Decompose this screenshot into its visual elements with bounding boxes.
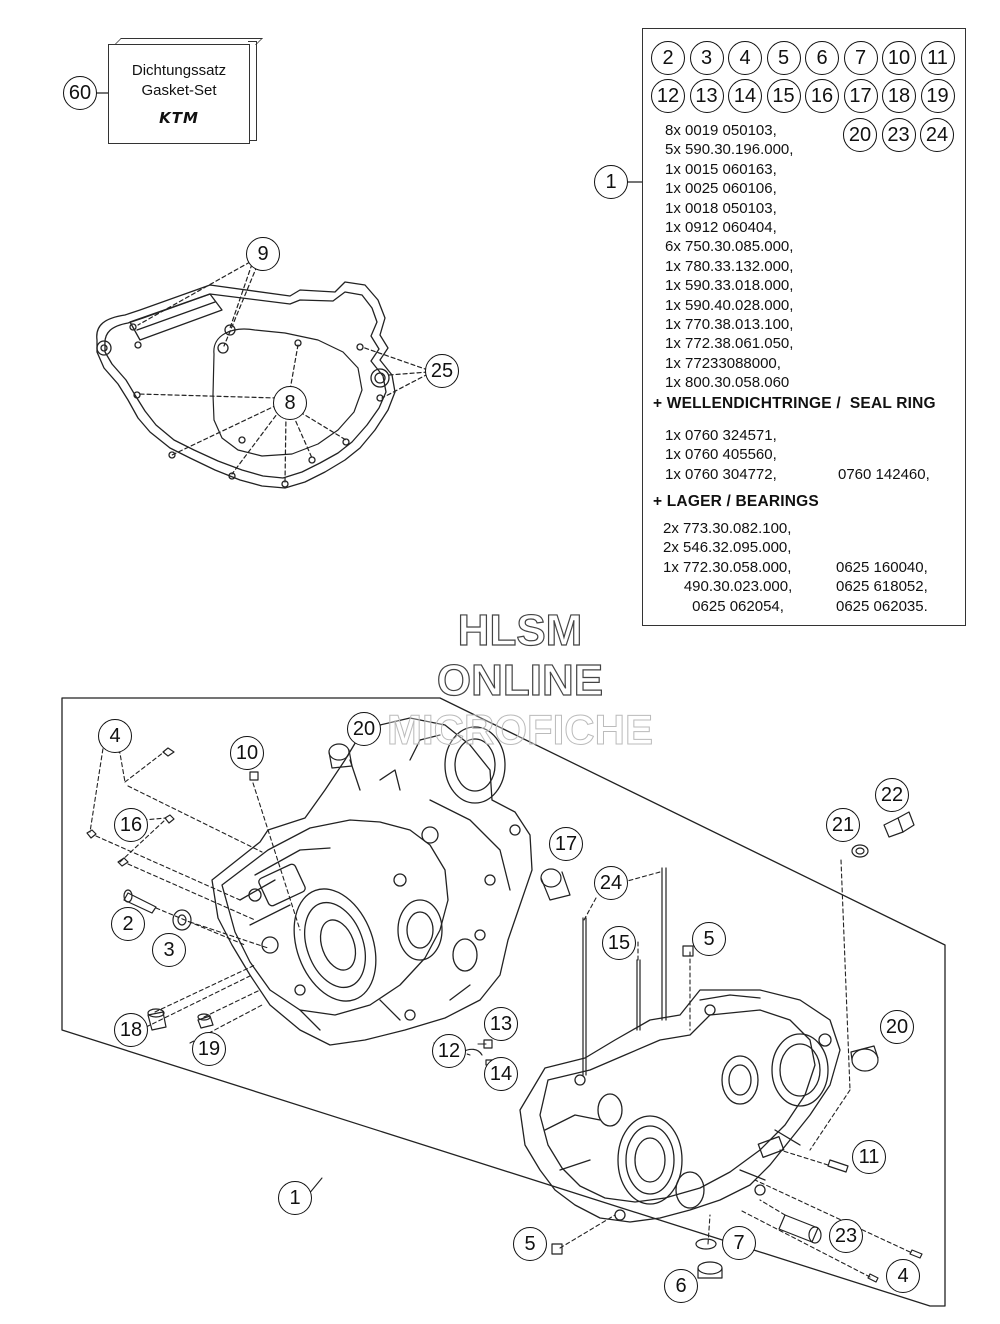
callout-8[interactable]: 8 bbox=[273, 386, 307, 420]
included-callout-6[interactable]: 6 bbox=[805, 41, 839, 75]
included-callout-13[interactable]: 13 bbox=[689, 79, 724, 113]
included-callout-11[interactable]: 11 bbox=[920, 41, 955, 75]
bearing-line: 0625 062054, bbox=[663, 597, 784, 615]
seal-ring-extra: 0760 142460, bbox=[838, 466, 930, 483]
part-number-line: 6x 750.30.085.000, bbox=[665, 238, 794, 256]
callout-5-bottom[interactable]: 5 bbox=[513, 1227, 547, 1261]
included-callout-19[interactable]: 19 bbox=[920, 79, 955, 113]
bearing-line: 2x 546.32.095.000, bbox=[663, 539, 792, 557]
included-callout-17[interactable]: 17 bbox=[843, 79, 878, 113]
callout-22[interactable]: 22 bbox=[875, 778, 909, 812]
gasket-set-box[interactable]: Dichtungssatz Gasket-Set KTM bbox=[108, 38, 263, 144]
callout-16[interactable]: 16 bbox=[114, 808, 148, 842]
callout-7[interactable]: 7 bbox=[722, 1226, 756, 1260]
included-callout-20[interactable]: 20 bbox=[843, 118, 877, 152]
included-callout-2[interactable]: 2 bbox=[651, 41, 685, 75]
seal-ring-line: 1x 0760 304772, bbox=[665, 465, 777, 483]
part-number-list: 8x 0019 050103, 5x 590.30.196.000,1x 0015… bbox=[665, 121, 793, 393]
callout-21[interactable]: 21 bbox=[826, 808, 860, 842]
part-number-line: 1x 772.38.061.050, bbox=[665, 335, 794, 353]
callout-14[interactable]: 14 bbox=[484, 1057, 518, 1091]
callout-23[interactable]: 23 bbox=[829, 1219, 863, 1253]
callout-15[interactable]: 15 bbox=[602, 926, 636, 960]
callout-9[interactable]: 9 bbox=[246, 237, 280, 271]
seal-ring-heading: + WELLENDICHTRINGE / SEAL RING bbox=[653, 395, 936, 412]
watermark-line-3: MICROFICHE bbox=[387, 706, 654, 754]
callout-10[interactable]: 10 bbox=[230, 736, 264, 770]
bearing-line: 0625 618052, bbox=[836, 578, 928, 596]
callout-24[interactable]: 24 bbox=[594, 866, 628, 900]
bearing-line: 0625 062035. bbox=[836, 597, 928, 615]
callout-1-exploded[interactable]: 1 bbox=[278, 1181, 312, 1215]
part-number-line: 1x 590.33.018.000, bbox=[665, 277, 794, 295]
callout-13[interactable]: 13 bbox=[484, 1007, 518, 1041]
callout-6[interactable]: 6 bbox=[664, 1269, 698, 1303]
gasket-leader-lines bbox=[137, 261, 429, 483]
included-callout-16[interactable]: 16 bbox=[805, 79, 839, 113]
callout-leaders bbox=[103, 741, 487, 1196]
included-callout-15[interactable]: 15 bbox=[766, 79, 801, 113]
ktm-logo: KTM bbox=[159, 109, 199, 127]
callout-1-box[interactable]: 1 bbox=[594, 165, 628, 199]
included-callout-14[interactable]: 14 bbox=[728, 79, 762, 113]
part-number-line: 1x 0018 050103, bbox=[665, 199, 777, 217]
part-number-line: 1x 770.38.013.100, bbox=[665, 316, 794, 334]
callout-3[interactable]: 3 bbox=[152, 933, 186, 967]
part-number-line: 8x 0019 050103, bbox=[665, 122, 777, 139]
included-callout-23[interactable]: 23 bbox=[881, 118, 916, 152]
bearings-list: 2x 773.30.082.100, 2x 546.32.095.000,1x 7… bbox=[663, 519, 792, 616]
bearings-list-extra: 0625 160040, 0625 618052,0625 062035. bbox=[836, 558, 928, 616]
part-number-line: 5x 590.30.196.000, bbox=[665, 141, 794, 159]
included-callout-3[interactable]: 3 bbox=[689, 41, 724, 75]
part-number-line: 1x 0015 060163, bbox=[665, 160, 777, 178]
bearing-line: 2x 773.30.082.100, bbox=[663, 520, 792, 537]
bearing-line: 490.30.023.000, bbox=[663, 578, 793, 596]
callout-25[interactable]: 25 bbox=[425, 354, 459, 388]
callout-12[interactable]: 12 bbox=[432, 1034, 466, 1068]
callout-20-right[interactable]: 20 bbox=[880, 1010, 914, 1044]
watermark-line-1: HLSM bbox=[457, 605, 583, 655]
exploded-view-frame bbox=[61, 697, 946, 1307]
gasket-box-face: Dichtungssatz Gasket-Set KTM bbox=[108, 44, 250, 144]
part-number-line: 1x 780.33.132.000, bbox=[665, 257, 794, 275]
callout-2[interactable]: 2 bbox=[111, 907, 145, 941]
gasket-box-side bbox=[248, 41, 257, 141]
seal-ring-line: 1x 0760 405560, bbox=[665, 446, 777, 464]
callout-20-left[interactable]: 20 bbox=[347, 712, 381, 746]
callout-19[interactable]: 19 bbox=[192, 1032, 226, 1066]
part-number-line: 1x 0912 060404, bbox=[665, 219, 777, 237]
part-number-line: 1x 0025 060106, bbox=[665, 180, 777, 198]
callout-4[interactable]: 4 bbox=[98, 719, 132, 753]
gasket-set-label-de: Dichtungssatz bbox=[131, 62, 227, 79]
callout-5-top[interactable]: 5 bbox=[692, 922, 726, 956]
small-parts bbox=[86, 743, 923, 1283]
watermark-line-2: ONLINE bbox=[436, 655, 604, 705]
included-callout-4[interactable]: 4 bbox=[728, 41, 762, 75]
callout-18[interactable]: 18 bbox=[114, 1013, 148, 1047]
callout-60[interactable]: 60 bbox=[63, 76, 97, 110]
seal-ring-line: 1x 0760 324571, bbox=[665, 427, 777, 444]
seal-ring-list: 1x 0760 324571, 1x 0760 405560,1x 0760 30… bbox=[665, 426, 777, 484]
left-crankcase-half bbox=[211, 717, 533, 1046]
bearings-heading: + LAGER / BEARINGS bbox=[653, 493, 819, 510]
bearing-line: 0625 160040, bbox=[836, 559, 928, 576]
included-callout-12[interactable]: 12 bbox=[651, 79, 685, 113]
right-crankcase-half bbox=[519, 989, 841, 1223]
included-callout-18[interactable]: 18 bbox=[882, 79, 916, 113]
included-callout-7[interactable]: 7 bbox=[843, 41, 878, 75]
crankcase-gasket-outline bbox=[96, 281, 396, 489]
callout-4-bottom[interactable]: 4 bbox=[886, 1259, 920, 1293]
gasket-set-label-en: Gasket-Set bbox=[141, 82, 217, 99]
included-callout-10[interactable]: 10 bbox=[882, 41, 916, 75]
part-number-line: 1x 800.30.058.060 bbox=[665, 374, 790, 392]
callout-11[interactable]: 11 bbox=[852, 1140, 886, 1174]
part-number-line: 1x 77233088000, bbox=[665, 354, 781, 372]
bearing-line: 1x 772.30.058.000, bbox=[663, 558, 792, 576]
callout-17[interactable]: 17 bbox=[549, 827, 583, 861]
included-callout-24[interactable]: 24 bbox=[920, 118, 954, 152]
part-number-line: 1x 590.40.028.000, bbox=[665, 296, 794, 314]
included-callout-5[interactable]: 5 bbox=[766, 41, 801, 75]
